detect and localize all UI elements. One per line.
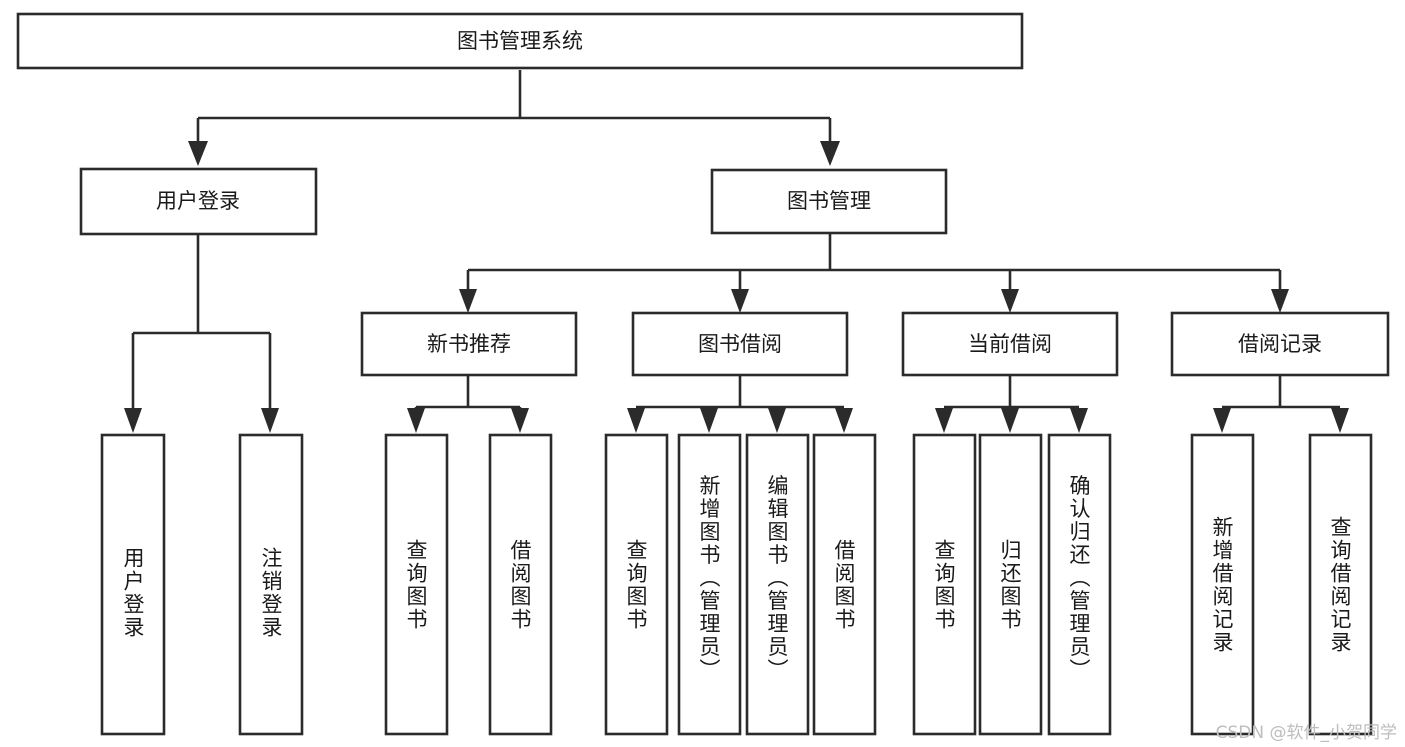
node-leaf-user-login-box[interactable] xyxy=(100,433,166,736)
arrow-head-borrow-record xyxy=(1271,289,1289,313)
node-root-box[interactable] xyxy=(16,12,1024,70)
node-leaf-query-book-2-box[interactable] xyxy=(604,433,669,736)
node-current-borrow[interactable]: 当前借阅 xyxy=(901,311,1119,377)
node-current-borrow-box[interactable] xyxy=(901,311,1119,377)
node-leaf-add-record-label: 新增借阅记录 xyxy=(1210,516,1234,654)
node-book-management[interactable]: 图书管理 xyxy=(710,168,948,235)
node-leaf-add-record-box[interactable] xyxy=(1190,433,1255,736)
node-book-borrow[interactable]: 图书借阅 xyxy=(631,311,849,377)
connector-group-book-borrow xyxy=(627,375,853,433)
node-root-label: 图书管理系统 xyxy=(457,29,583,53)
node-leaf-confirm-return-label: 确认归还（管理员） xyxy=(1067,475,1091,682)
connector-group-current-borrow xyxy=(935,375,1088,433)
node-book-management-box[interactable] xyxy=(710,168,948,235)
arrow-head-leaf-query-record xyxy=(1331,408,1349,433)
node-leaf-query-book-2-label: 查询图书 xyxy=(624,539,648,631)
node-leaf-query-book-3-box[interactable] xyxy=(912,433,977,736)
node-user-login-label: 用户登录 xyxy=(156,189,240,213)
connector-group-borrow-record xyxy=(1213,375,1349,433)
node-leaf-add-record[interactable]: 新增借阅记录 xyxy=(1190,433,1255,736)
arrow-head-leaf-query-book-2 xyxy=(627,408,645,433)
node-borrow-record-label: 借阅记录 xyxy=(1238,332,1322,356)
node-user-login[interactable]: 用户登录 xyxy=(79,167,318,236)
connector-group-new-book-recommend xyxy=(407,375,529,433)
node-leaf-confirm-return-box[interactable] xyxy=(1047,433,1112,736)
node-root[interactable]: 图书管理系统 xyxy=(16,12,1024,70)
node-leaf-return-book-label: 归还图书 xyxy=(998,539,1022,631)
arrow-head-current-borrow xyxy=(1001,289,1019,313)
node-leaf-return-book-box[interactable] xyxy=(978,433,1043,736)
node-leaf-user-login[interactable]: 用户登录 xyxy=(100,433,166,736)
node-leaf-add-book-box[interactable] xyxy=(677,433,742,736)
node-leaf-query-book-3[interactable]: 查询图书 xyxy=(912,433,977,736)
node-new-book-recommend-label: 新书推荐 xyxy=(427,332,511,356)
node-leaf-borrow-book-1-label: 借阅图书 xyxy=(508,539,532,631)
node-user-login-box[interactable] xyxy=(79,167,318,236)
node-leaf-edit-book[interactable]: 编辑图书（管理员） xyxy=(745,433,810,736)
arrow-head-leaf-add-record xyxy=(1213,408,1231,433)
arrow-head-leaf-query-book-3 xyxy=(935,408,953,433)
node-leaf-borrow-book-2[interactable]: 借阅图书 xyxy=(812,433,877,736)
node-leaf-query-record-box[interactable] xyxy=(1308,433,1373,736)
node-current-borrow-label: 当前借阅 xyxy=(968,332,1052,356)
node-leaf-borrow-book-1-box[interactable] xyxy=(488,433,553,736)
arrow-head-leaf-user-logout xyxy=(261,408,279,433)
node-leaf-return-book[interactable]: 归还图书 xyxy=(978,433,1043,736)
node-leaf-add-book-label: 新增图书（管理员） xyxy=(697,475,721,682)
node-leaf-confirm-return[interactable]: 确认归还（管理员） xyxy=(1047,433,1112,736)
node-leaf-query-book-1-box[interactable] xyxy=(384,433,449,736)
node-leaf-user-logout[interactable]: 注销登录 xyxy=(238,433,304,736)
arrow-head-leaf-borrow-book-1 xyxy=(511,408,529,433)
node-leaf-query-record-label: 查询借阅记录 xyxy=(1328,516,1352,654)
node-borrow-record-box[interactable] xyxy=(1170,311,1390,377)
node-leaf-query-book-1[interactable]: 查询图书 xyxy=(384,433,449,736)
node-leaf-query-record[interactable]: 查询借阅记录 xyxy=(1308,433,1373,736)
node-leaf-query-book-2[interactable]: 查询图书 xyxy=(604,433,669,736)
node-leaf-edit-book-label: 编辑图书（管理员） xyxy=(765,475,789,682)
node-leaf-borrow-book-2-label: 借阅图书 xyxy=(832,539,856,631)
node-leaf-query-book-1-label: 查询图书 xyxy=(404,539,428,631)
arrow-head-user-login xyxy=(188,141,208,166)
node-new-book-recommend[interactable]: 新书推荐 xyxy=(360,311,578,377)
connector-group-user-login xyxy=(124,234,279,433)
node-new-book-recommend-box[interactable] xyxy=(360,311,578,377)
node-leaf-user-logout-label: 注销登录 xyxy=(259,547,283,639)
arrow-head-new-book-recommend xyxy=(459,289,477,313)
arrow-head-book-mgmt xyxy=(820,141,840,166)
node-leaf-query-book-3-label: 查询图书 xyxy=(932,539,956,631)
arrow-head-leaf-query-book-1 xyxy=(407,408,425,433)
arrow-head-leaf-confirm-return xyxy=(1070,408,1088,433)
node-leaf-borrow-book-1[interactable]: 借阅图书 xyxy=(488,433,553,736)
node-leaf-borrow-book-2-box[interactable] xyxy=(812,433,877,736)
node-book-management-label: 图书管理 xyxy=(787,189,871,213)
node-leaf-user-logout-box[interactable] xyxy=(238,433,304,736)
arrow-head-leaf-edit-book xyxy=(768,408,786,433)
arrow-head-leaf-user-login xyxy=(124,408,142,433)
arrow-head-leaf-borrow-book-2 xyxy=(835,408,853,433)
arrow-head-leaf-return-book xyxy=(1001,408,1019,433)
node-leaf-edit-book-box[interactable] xyxy=(745,433,810,736)
connector-group-root xyxy=(188,70,840,166)
node-borrow-record[interactable]: 借阅记录 xyxy=(1170,311,1390,377)
arrow-head-book-borrow xyxy=(731,289,749,313)
node-leaf-add-book[interactable]: 新增图书（管理员） xyxy=(677,433,742,736)
node-book-borrow-box[interactable] xyxy=(631,311,849,377)
arrow-head-leaf-add-book xyxy=(700,408,718,433)
node-leaf-user-login-label: 用户登录 xyxy=(121,547,145,639)
connector-group-book-mgmt xyxy=(459,233,1289,313)
node-book-borrow-label: 图书借阅 xyxy=(698,332,782,356)
